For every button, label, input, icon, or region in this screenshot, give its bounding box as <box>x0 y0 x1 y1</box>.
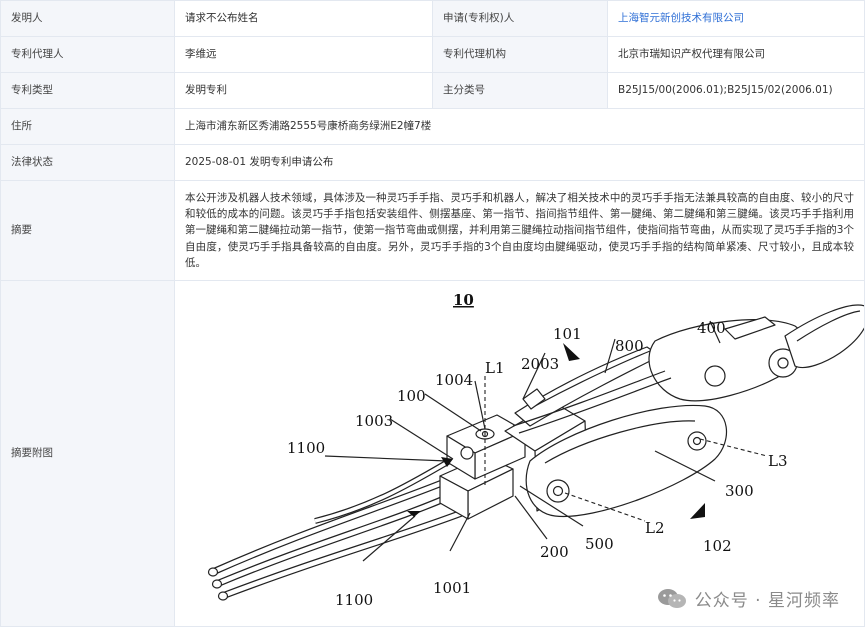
ref-102: 102 <box>703 537 732 555</box>
row-type: 专利类型 发明专利 主分类号 B25J15/00(2006.01);B25J15… <box>0 72 865 109</box>
row-inventor: 发明人 请求不公布姓名 申请(专利权)人 上海智元新创技术有限公司 <box>0 0 865 37</box>
ref-400: 400 <box>697 319 726 337</box>
ipc-value: B25J15/00(2006.01);B25J15/02(2006.01) <box>607 72 865 109</box>
ref-1100-top: 1100 <box>287 439 325 457</box>
ipc-label: 主分类号 <box>432 72 608 109</box>
ref-800: 800 <box>615 337 644 355</box>
row-figure: 摘要附图 <box>0 280 865 627</box>
watermark: 公众号 · 星河频率 <box>657 586 840 611</box>
inventor-value: 请求不公布姓名 <box>174 0 433 37</box>
applicant-label: 申请(专利权)人 <box>432 0 608 37</box>
legal-status-label: 法律状态 <box>0 144 175 181</box>
address-value: 上海市浦东新区秀浦路2555号康桥商务绿洲E2幢7楼 <box>174 108 865 145</box>
row-agent: 专利代理人 李维远 专利代理机构 北京市瑞知识产权代理有限公司 <box>0 36 865 73</box>
ref-500: 500 <box>585 535 614 553</box>
inventor-label: 发明人 <box>0 0 175 37</box>
ref-1001: 1001 <box>433 579 471 597</box>
address-label: 住所 <box>0 108 175 145</box>
abstract-figure: 10 101 800 400 2003 1004 L1 100 1003 110… <box>185 282 864 626</box>
row-legal-status: 法律状态 2025-08-01 发明专利申请公布 <box>0 144 865 181</box>
patent-drawing: 10 101 800 400 2003 1004 L1 100 1003 110… <box>207 291 864 609</box>
agency-value: 北京市瑞知识产权代理有限公司 <box>607 36 865 73</box>
ref-1003: 1003 <box>355 412 393 430</box>
figure-label: 摘要附图 <box>0 280 175 627</box>
abstract-text: 本公开涉及机器人技术领域，具体涉及一种灵巧手手指、灵巧手和机器人，解决了相关技术… <box>174 180 865 281</box>
ref-L1: L1 <box>485 359 505 377</box>
ref-L3: L3 <box>768 452 788 470</box>
agency-label: 专利代理机构 <box>432 36 608 73</box>
figure-cell: 10 101 800 400 2003 1004 L1 100 1003 110… <box>174 280 865 627</box>
figure-number: 10 <box>453 291 474 309</box>
ref-100: 100 <box>397 387 426 405</box>
ref-2003: 2003 <box>521 355 559 373</box>
ref-300: 300 <box>725 482 754 500</box>
abstract-label: 摘要 <box>0 180 175 281</box>
agent-value: 李维远 <box>174 36 433 73</box>
ref-L2: L2 <box>645 519 665 537</box>
legal-status-value: 2025-08-01 发明专利申请公布 <box>174 144 865 181</box>
ref-1100-bottom: 1100 <box>335 591 373 609</box>
agent-label: 专利代理人 <box>0 36 175 73</box>
row-address: 住所 上海市浦东新区秀浦路2555号康桥商务绿洲E2幢7楼 <box>0 108 865 145</box>
row-abstract: 摘要 本公开涉及机器人技术领域，具体涉及一种灵巧手手指、灵巧手和机器人，解决了相… <box>0 180 865 281</box>
type-label: 专利类型 <box>0 72 175 109</box>
ref-101: 101 <box>553 325 582 343</box>
type-value: 发明专利 <box>174 72 433 109</box>
applicant-link[interactable]: 上海智元新创技术有限公司 <box>607 0 865 37</box>
wechat-icon <box>657 588 686 608</box>
watermark-text: 公众号 · 星河频率 <box>694 591 840 611</box>
ref-200: 200 <box>540 543 569 561</box>
ref-1004: 1004 <box>435 371 473 389</box>
